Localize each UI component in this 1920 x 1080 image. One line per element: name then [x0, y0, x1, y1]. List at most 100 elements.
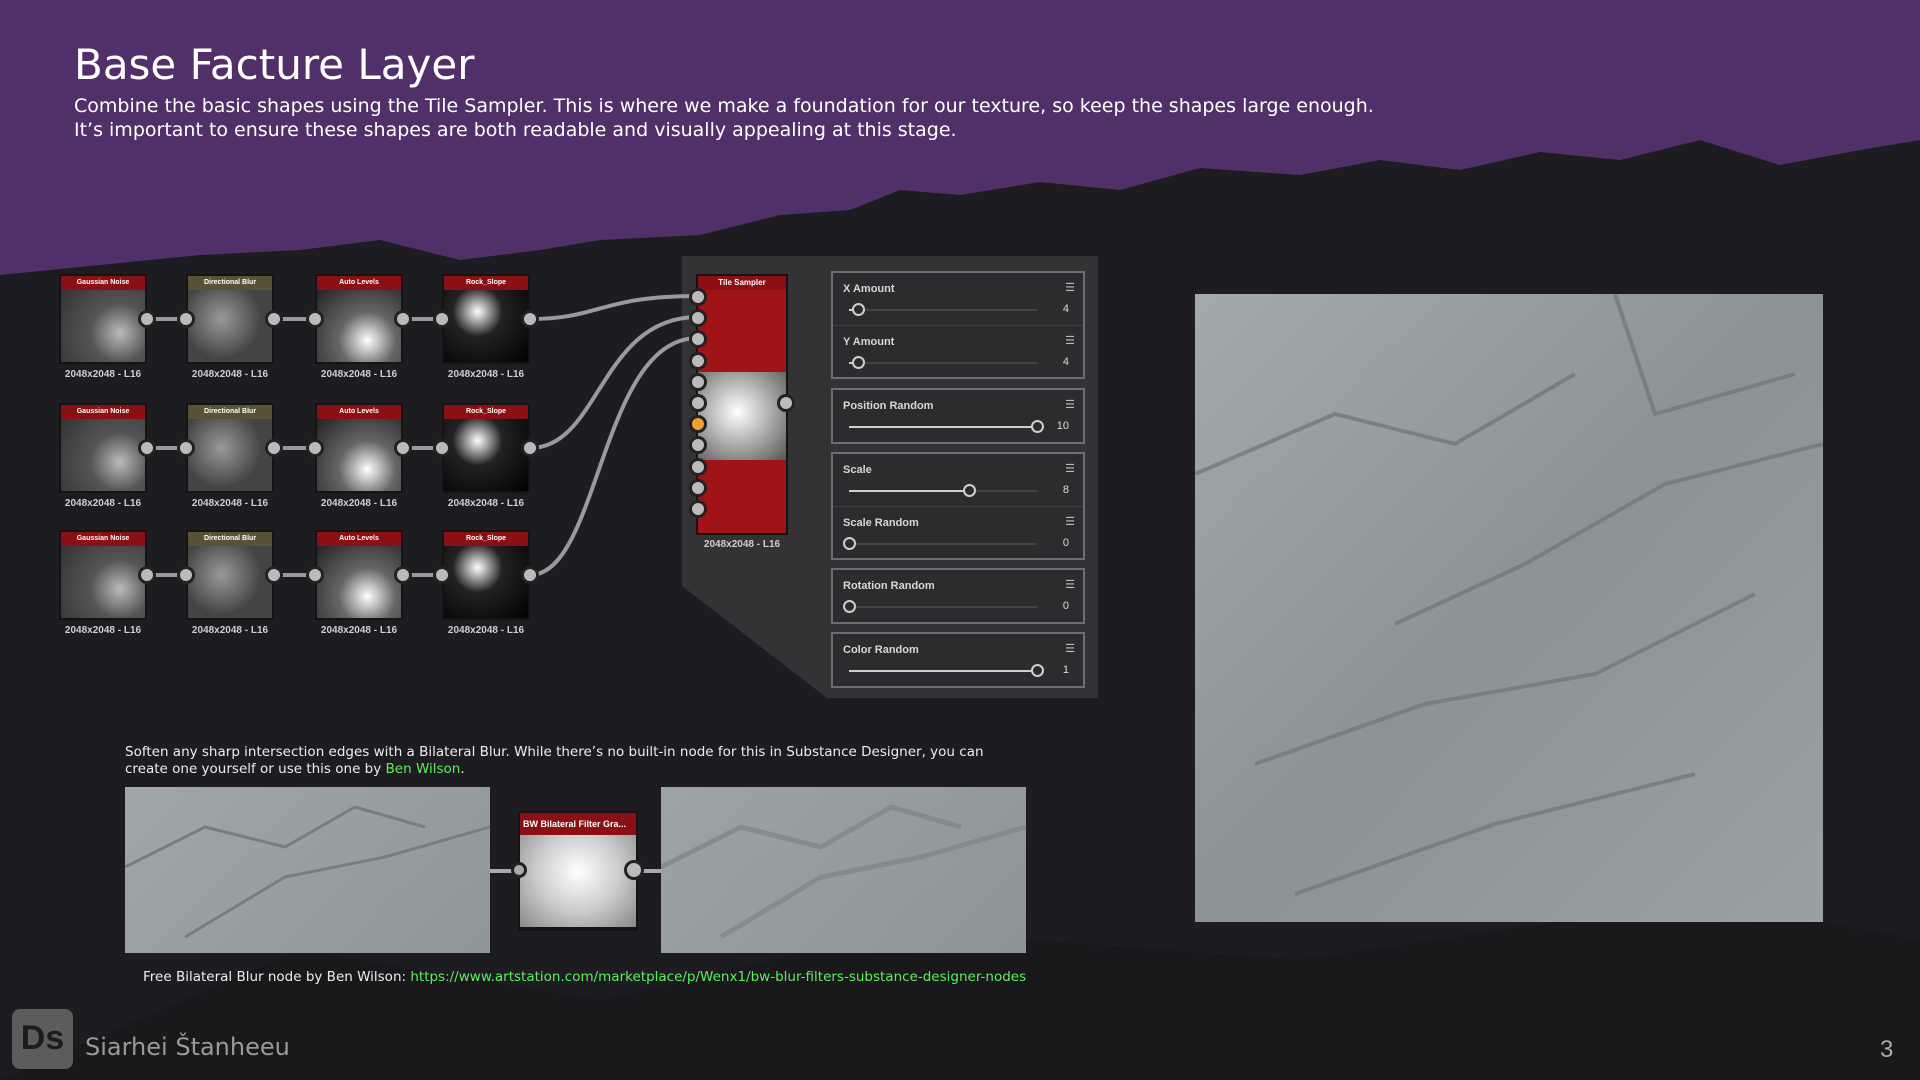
slider-knob[interactable]: [1031, 664, 1044, 677]
tile-sampler-input-pin[interactable]: [689, 309, 707, 328]
graph-node[interactable]: Gaussian Noise: [59, 530, 147, 620]
output-pin[interactable]: [138, 439, 156, 457]
node-size-label: 2048x2048 - L16: [191, 625, 269, 636]
input-pin[interactable]: [177, 310, 195, 328]
output-pin[interactable]: [521, 566, 539, 584]
param-slider[interactable]: [843, 537, 1037, 550]
tile-sampler-node[interactable]: Tile Sampler: [696, 274, 788, 535]
input-pin[interactable]: [306, 566, 324, 584]
param-slider[interactable]: [849, 356, 1037, 369]
tile-sampler-output-pin[interactable]: [777, 394, 795, 412]
graph-node[interactable]: Auto Levels: [315, 530, 403, 620]
before-image: [125, 787, 490, 953]
graph-node[interactable]: Directional Blur: [186, 530, 274, 620]
output-pin[interactable]: [265, 566, 283, 584]
slider-knob[interactable]: [1031, 420, 1044, 433]
param-menu-icon[interactable]: ☰: [1065, 579, 1075, 591]
node-title: Auto Levels: [317, 405, 401, 419]
param-value[interactable]: 10: [1056, 420, 1069, 432]
graph-node[interactable]: Auto Levels: [315, 403, 403, 493]
param-rotation-random: Rotation Random☰0: [833, 570, 1083, 622]
tile-sampler-input-pin[interactable]: [689, 478, 707, 497]
param-value[interactable]: 1: [1062, 664, 1069, 676]
tile-sampler-input-pin[interactable]: [689, 394, 707, 412]
param-value[interactable]: 4: [1062, 356, 1069, 368]
tile-sampler-input-pin[interactable]: [689, 351, 707, 370]
param-value[interactable]: 8: [1062, 484, 1069, 496]
input-pin[interactable]: [511, 862, 527, 878]
node-thumbnail: [61, 419, 145, 491]
graph-node[interactable]: Rock_Slope: [442, 403, 530, 493]
tile-sampler-input-pin[interactable]: [689, 330, 707, 349]
param-menu-icon[interactable]: ☰: [1065, 399, 1075, 411]
input-pin[interactable]: [306, 310, 324, 328]
graph-node[interactable]: Directional Blur: [186, 403, 274, 493]
slider-knob[interactable]: [843, 537, 856, 550]
input-pin[interactable]: [433, 566, 451, 584]
param-menu-icon[interactable]: ☰: [1065, 463, 1075, 475]
output-pin[interactable]: [521, 310, 539, 328]
author-link[interactable]: Ben Wilson: [385, 761, 461, 777]
output-pin[interactable]: [394, 566, 412, 584]
bilateral-filter-node[interactable]: BW Bilateral Filter Gra...: [518, 811, 638, 931]
bilateral-node-title: BW Bilateral Filter Gra...: [520, 813, 636, 835]
input-pin[interactable]: [177, 439, 195, 457]
slider-knob[interactable]: [843, 600, 856, 613]
node-title: Rock_Slope: [444, 532, 528, 546]
output-pin[interactable]: [394, 310, 412, 328]
node-thumbnail: [444, 290, 528, 362]
output-pin[interactable]: [265, 310, 283, 328]
tile-sampler-input-pin[interactable]: [689, 457, 707, 476]
tile-sampler-input-pin[interactable]: [689, 372, 707, 391]
param-label: Position Random: [843, 400, 934, 412]
node-size-label: 2048x2048 - L16: [447, 625, 525, 636]
node-size-label: 2048x2048 - L16: [64, 625, 142, 636]
tile-sampler-input-pin[interactable]: [689, 288, 707, 306]
slider-knob[interactable]: [963, 484, 977, 497]
tile-sampler-input-pin[interactable]: [689, 415, 707, 434]
output-pin[interactable]: [265, 439, 283, 457]
graph-node[interactable]: Auto Levels: [315, 274, 403, 364]
param-slider[interactable]: [843, 600, 1037, 613]
tile-sampler-input-pin[interactable]: [689, 436, 707, 455]
param-menu-icon[interactable]: ☰: [1065, 643, 1075, 655]
wire: [529, 294, 699, 321]
param-menu-icon[interactable]: ☰: [1065, 335, 1075, 347]
param-slider[interactable]: [849, 303, 1037, 316]
param-slider[interactable]: [849, 484, 1037, 497]
node-size-label: 2048x2048 - L16: [64, 498, 142, 509]
output-pin[interactable]: [394, 439, 412, 457]
input-pin[interactable]: [306, 439, 324, 457]
graph-node[interactable]: Gaussian Noise: [59, 274, 147, 364]
intro-line-2: It’s important to ensure these shapes ar…: [74, 119, 957, 141]
graph-node[interactable]: Directional Blur: [186, 274, 274, 364]
output-pin[interactable]: [624, 860, 644, 880]
param-slider[interactable]: [849, 420, 1044, 433]
param-label: Color Random: [843, 644, 919, 656]
footer-url-link[interactable]: https://www.artstation.com/marketplace/p…: [410, 969, 1027, 985]
tile-sampler-input-pin[interactable]: [689, 500, 707, 518]
input-pin[interactable]: [433, 310, 451, 328]
node-size-label: 2048x2048 - L16: [191, 498, 269, 509]
node-thumbnail: [188, 419, 272, 491]
node-title: Gaussian Noise: [61, 405, 145, 419]
output-pin[interactable]: [138, 310, 156, 328]
output-pin[interactable]: [521, 439, 539, 457]
param-value[interactable]: 4: [1062, 303, 1069, 315]
param-value[interactable]: 0: [1062, 600, 1069, 612]
graph-node[interactable]: Rock_Slope: [442, 274, 530, 364]
graph-node[interactable]: Gaussian Noise: [59, 403, 147, 493]
param-menu-icon[interactable]: ☰: [1065, 516, 1075, 528]
input-pin[interactable]: [433, 439, 451, 457]
output-pin[interactable]: [138, 566, 156, 584]
input-pin[interactable]: [177, 566, 195, 584]
graph-node[interactable]: Rock_Slope: [442, 530, 530, 620]
page-title: Base Facture Layer: [74, 40, 475, 89]
slider-knob[interactable]: [852, 356, 866, 369]
param-menu-icon[interactable]: ☰: [1065, 282, 1075, 294]
ds-logo: Ds: [12, 1009, 73, 1069]
slider-knob[interactable]: [852, 303, 866, 316]
param-slider[interactable]: [849, 664, 1044, 677]
param-value[interactable]: 0: [1062, 537, 1069, 549]
